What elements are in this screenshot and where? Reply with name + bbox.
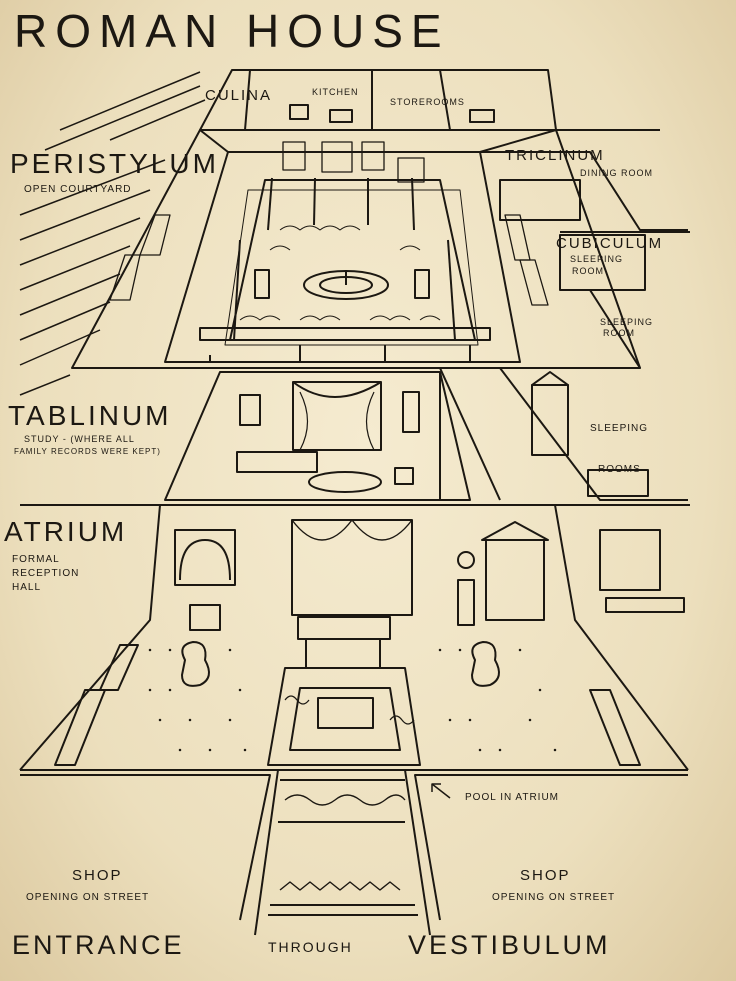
peristylum-desc: OPEN COURTYARD [24, 184, 132, 195]
triclinum-label: TRICLINUM [505, 147, 605, 164]
atrium-desc-2: RECEPTION [12, 568, 80, 579]
culina-label: CULINA [205, 87, 273, 104]
pool-label: POOL IN ATRIUM [465, 792, 560, 803]
atrium-desc-1: FORMAL [12, 554, 60, 565]
tablinum-label: TABLINUM [8, 400, 172, 431]
tablinum-room [72, 367, 640, 501]
shop-left-desc: OPENING ON STREET [26, 892, 150, 903]
vestibulum-corridor [254, 769, 431, 936]
shop-left-label: SHOP [72, 867, 123, 884]
peristyle-columns [199, 177, 491, 362]
shop-right-desc: OPENING ON STREET [492, 892, 616, 903]
tablinum-desc-2: FAMILY RECORDS WERE KEPT) [14, 447, 161, 456]
sleeping-room-2: ROOM [603, 328, 635, 338]
impluvium-pool [267, 667, 421, 766]
diagram-title: ROMAN HOUSE [14, 5, 450, 57]
right-sleeping-rooms [439, 367, 688, 501]
kitchen-label: KITCHEN [312, 87, 359, 97]
sleeping-rooms-2: ROOMS [598, 464, 641, 475]
triclinum-desc: DINING ROOM [580, 168, 653, 178]
peristylum-label: PERISTYLUM [10, 148, 219, 179]
courtyard-garden [224, 179, 479, 346]
through-label: THROUGH [268, 939, 353, 955]
vestibulum-label: VESTIBULUM [408, 930, 611, 960]
cubiculum-desc-1: SLEEPING [570, 254, 624, 264]
wall-panels [109, 141, 549, 306]
shop-right-label: SHOP [520, 867, 571, 884]
hatching-left [19, 71, 206, 396]
cubiculum-label: CUBICULUM [556, 235, 664, 252]
tablinum-desc-1: STUDY - (WHERE ALL [24, 434, 135, 444]
shop-walls [20, 774, 688, 921]
atrium-label: ATRIUM [4, 516, 128, 547]
atrium-room [19, 504, 690, 771]
pool-arrow [431, 783, 451, 799]
right-rooms [480, 129, 690, 369]
sleeping-room-1: SLEEPING [600, 317, 654, 327]
storerooms-label: STOREROOMS [390, 97, 465, 107]
rear-rooms [199, 69, 557, 131]
entrance-label: ENTRANCE [12, 930, 185, 960]
sleeping-rooms-1: SLEEPING [590, 423, 649, 434]
atrium-floor-pattern [148, 648, 557, 752]
cubiculum-desc-2: ROOM [572, 266, 604, 276]
atrium-desc-3: HALL [12, 582, 42, 593]
